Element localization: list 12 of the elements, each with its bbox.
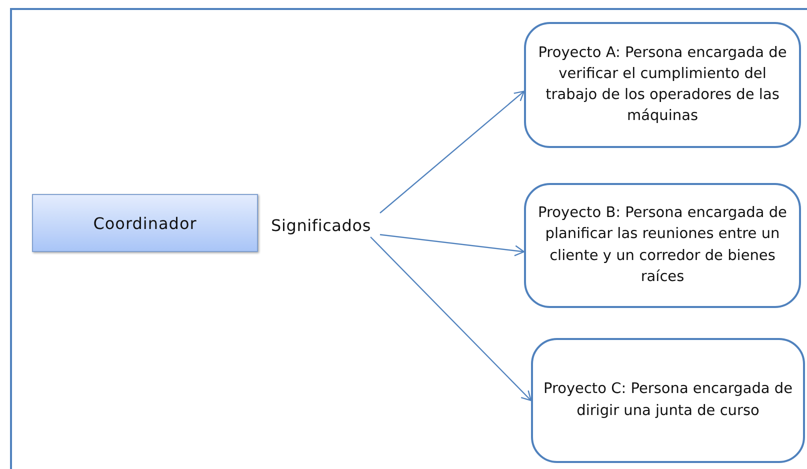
node-text: Proyecto C: Persona encargada de dirigir una junta de curso (543, 380, 793, 420)
arrow (380, 90, 525, 214)
arrow (380, 234, 525, 256)
project-box (531, 338, 805, 463)
node-text: Coordinador (93, 214, 197, 232)
project-box (524, 22, 801, 148)
arrow (370, 236, 532, 402)
node-text: Proyecto B: Persona encargada de planificar las reuniones entre un cliente y un corredor de bienes raíces (537, 204, 788, 287)
project-box (524, 183, 801, 308)
role-box (32, 194, 258, 252)
node-text: Significados (271, 216, 371, 234)
node-text: Proyecto A: Persona encargada de verificar el cumplimiento del trabajo de los operadores de las máquinas (537, 44, 788, 126)
